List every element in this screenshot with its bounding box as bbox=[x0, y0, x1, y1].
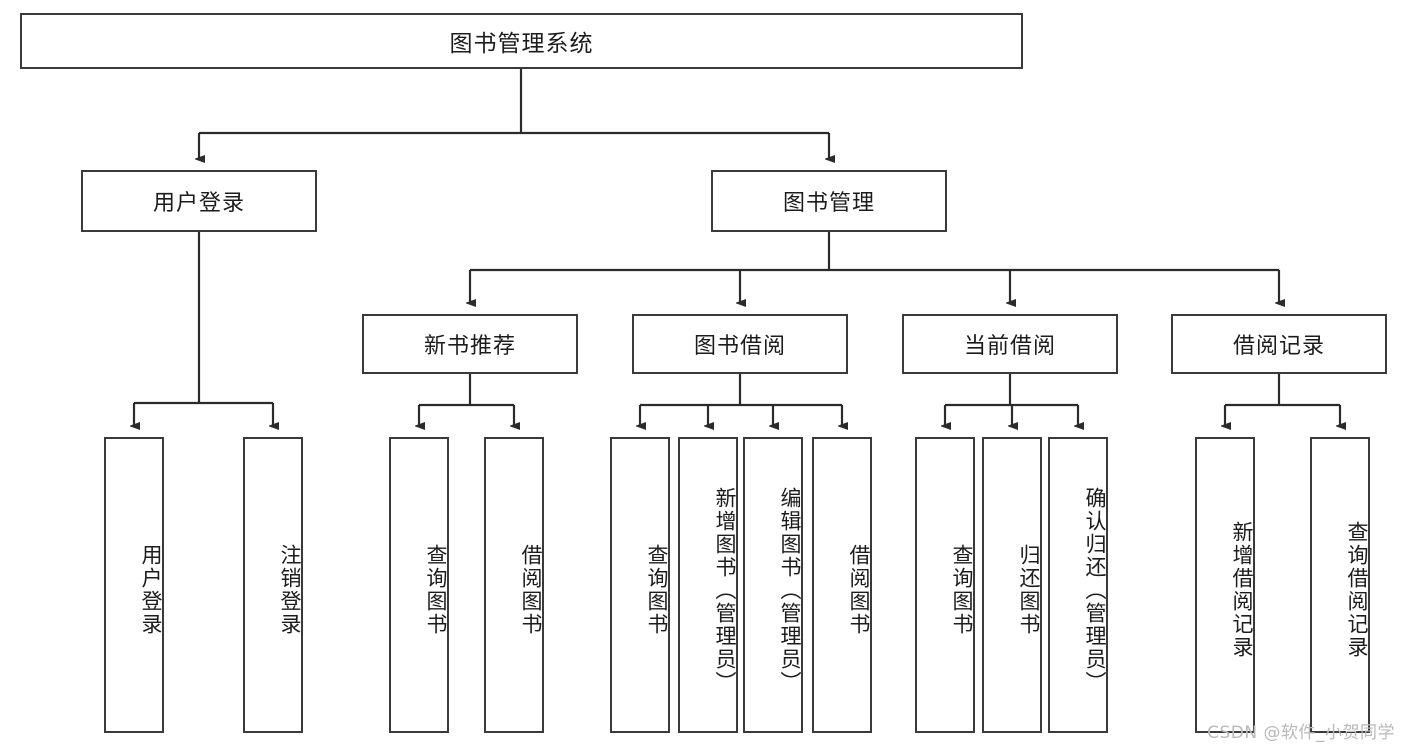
leaf-borrow-borrow-book[interactable]: 借阅图书 bbox=[812, 437, 872, 733]
leaf-label: 确认归还（管理员） bbox=[1083, 486, 1107, 694]
leaf-user-login-logout[interactable]: 注销登录 bbox=[243, 437, 303, 733]
leaf-label: 查询图书 bbox=[645, 544, 669, 636]
leaf-label: 新增图书（管理员） bbox=[713, 486, 737, 694]
leaf-borrow-query-book[interactable]: 查询图书 bbox=[610, 437, 670, 733]
node-new-book-recommend-label: 新书推荐 bbox=[423, 334, 516, 359]
leaf-recommend-borrow-book[interactable]: 借阅图书 bbox=[484, 437, 544, 733]
node-user-login-label: 用户登录 bbox=[152, 191, 245, 216]
leaf-current-query-book[interactable]: 查询图书 bbox=[915, 437, 975, 733]
leaf-label: 借阅图书 bbox=[847, 544, 871, 636]
leaf-label: 查询图书 bbox=[424, 544, 448, 636]
leaf-label: 查询借阅记录 bbox=[1345, 521, 1369, 659]
leaf-label: 注销登录 bbox=[278, 544, 302, 636]
node-root-label: 图书管理系统 bbox=[449, 31, 594, 57]
leaf-record-add-record[interactable]: 新增借阅记录 bbox=[1195, 437, 1255, 733]
node-borrow-record-label: 借阅记录 bbox=[1232, 334, 1325, 359]
node-book-borrow-label: 图书借阅 bbox=[693, 334, 786, 359]
node-book-management-label: 图书管理 bbox=[782, 191, 875, 216]
leaf-label: 新增借阅记录 bbox=[1230, 521, 1254, 659]
node-current-borrow[interactable]: 当前借阅 bbox=[902, 314, 1118, 374]
watermark: CSDN @软件_小贺同学 bbox=[1207, 723, 1395, 743]
node-book-borrow[interactable]: 图书借阅 bbox=[632, 314, 848, 374]
node-current-borrow-label: 当前借阅 bbox=[963, 334, 1056, 359]
leaf-user-login-login[interactable]: 用户登录 bbox=[104, 437, 164, 733]
leaf-label: 编辑图书（管理员） bbox=[778, 486, 802, 694]
leaf-label: 借阅图书 bbox=[519, 544, 543, 636]
leaf-current-confirm-return-admin[interactable]: 确认归还（管理员） bbox=[1048, 437, 1108, 733]
node-root[interactable]: 图书管理系统 bbox=[20, 13, 1023, 69]
leaf-label: 归还图书 bbox=[1017, 544, 1041, 636]
leaf-current-return-book[interactable]: 归还图书 bbox=[982, 437, 1042, 733]
leaf-recommend-query-book[interactable]: 查询图书 bbox=[389, 437, 449, 733]
node-new-book-recommend[interactable]: 新书推荐 bbox=[362, 314, 578, 374]
leaf-borrow-edit-book-admin[interactable]: 编辑图书（管理员） bbox=[743, 437, 803, 733]
node-user-login[interactable]: 用户登录 bbox=[81, 170, 317, 232]
leaf-borrow-add-book-admin[interactable]: 新增图书（管理员） bbox=[678, 437, 738, 733]
leaf-label: 查询图书 bbox=[950, 544, 974, 636]
leaf-record-query-record[interactable]: 查询借阅记录 bbox=[1310, 437, 1370, 733]
node-borrow-record[interactable]: 借阅记录 bbox=[1171, 314, 1387, 374]
leaf-label: 用户登录 bbox=[139, 544, 163, 636]
node-book-management[interactable]: 图书管理 bbox=[711, 170, 947, 232]
